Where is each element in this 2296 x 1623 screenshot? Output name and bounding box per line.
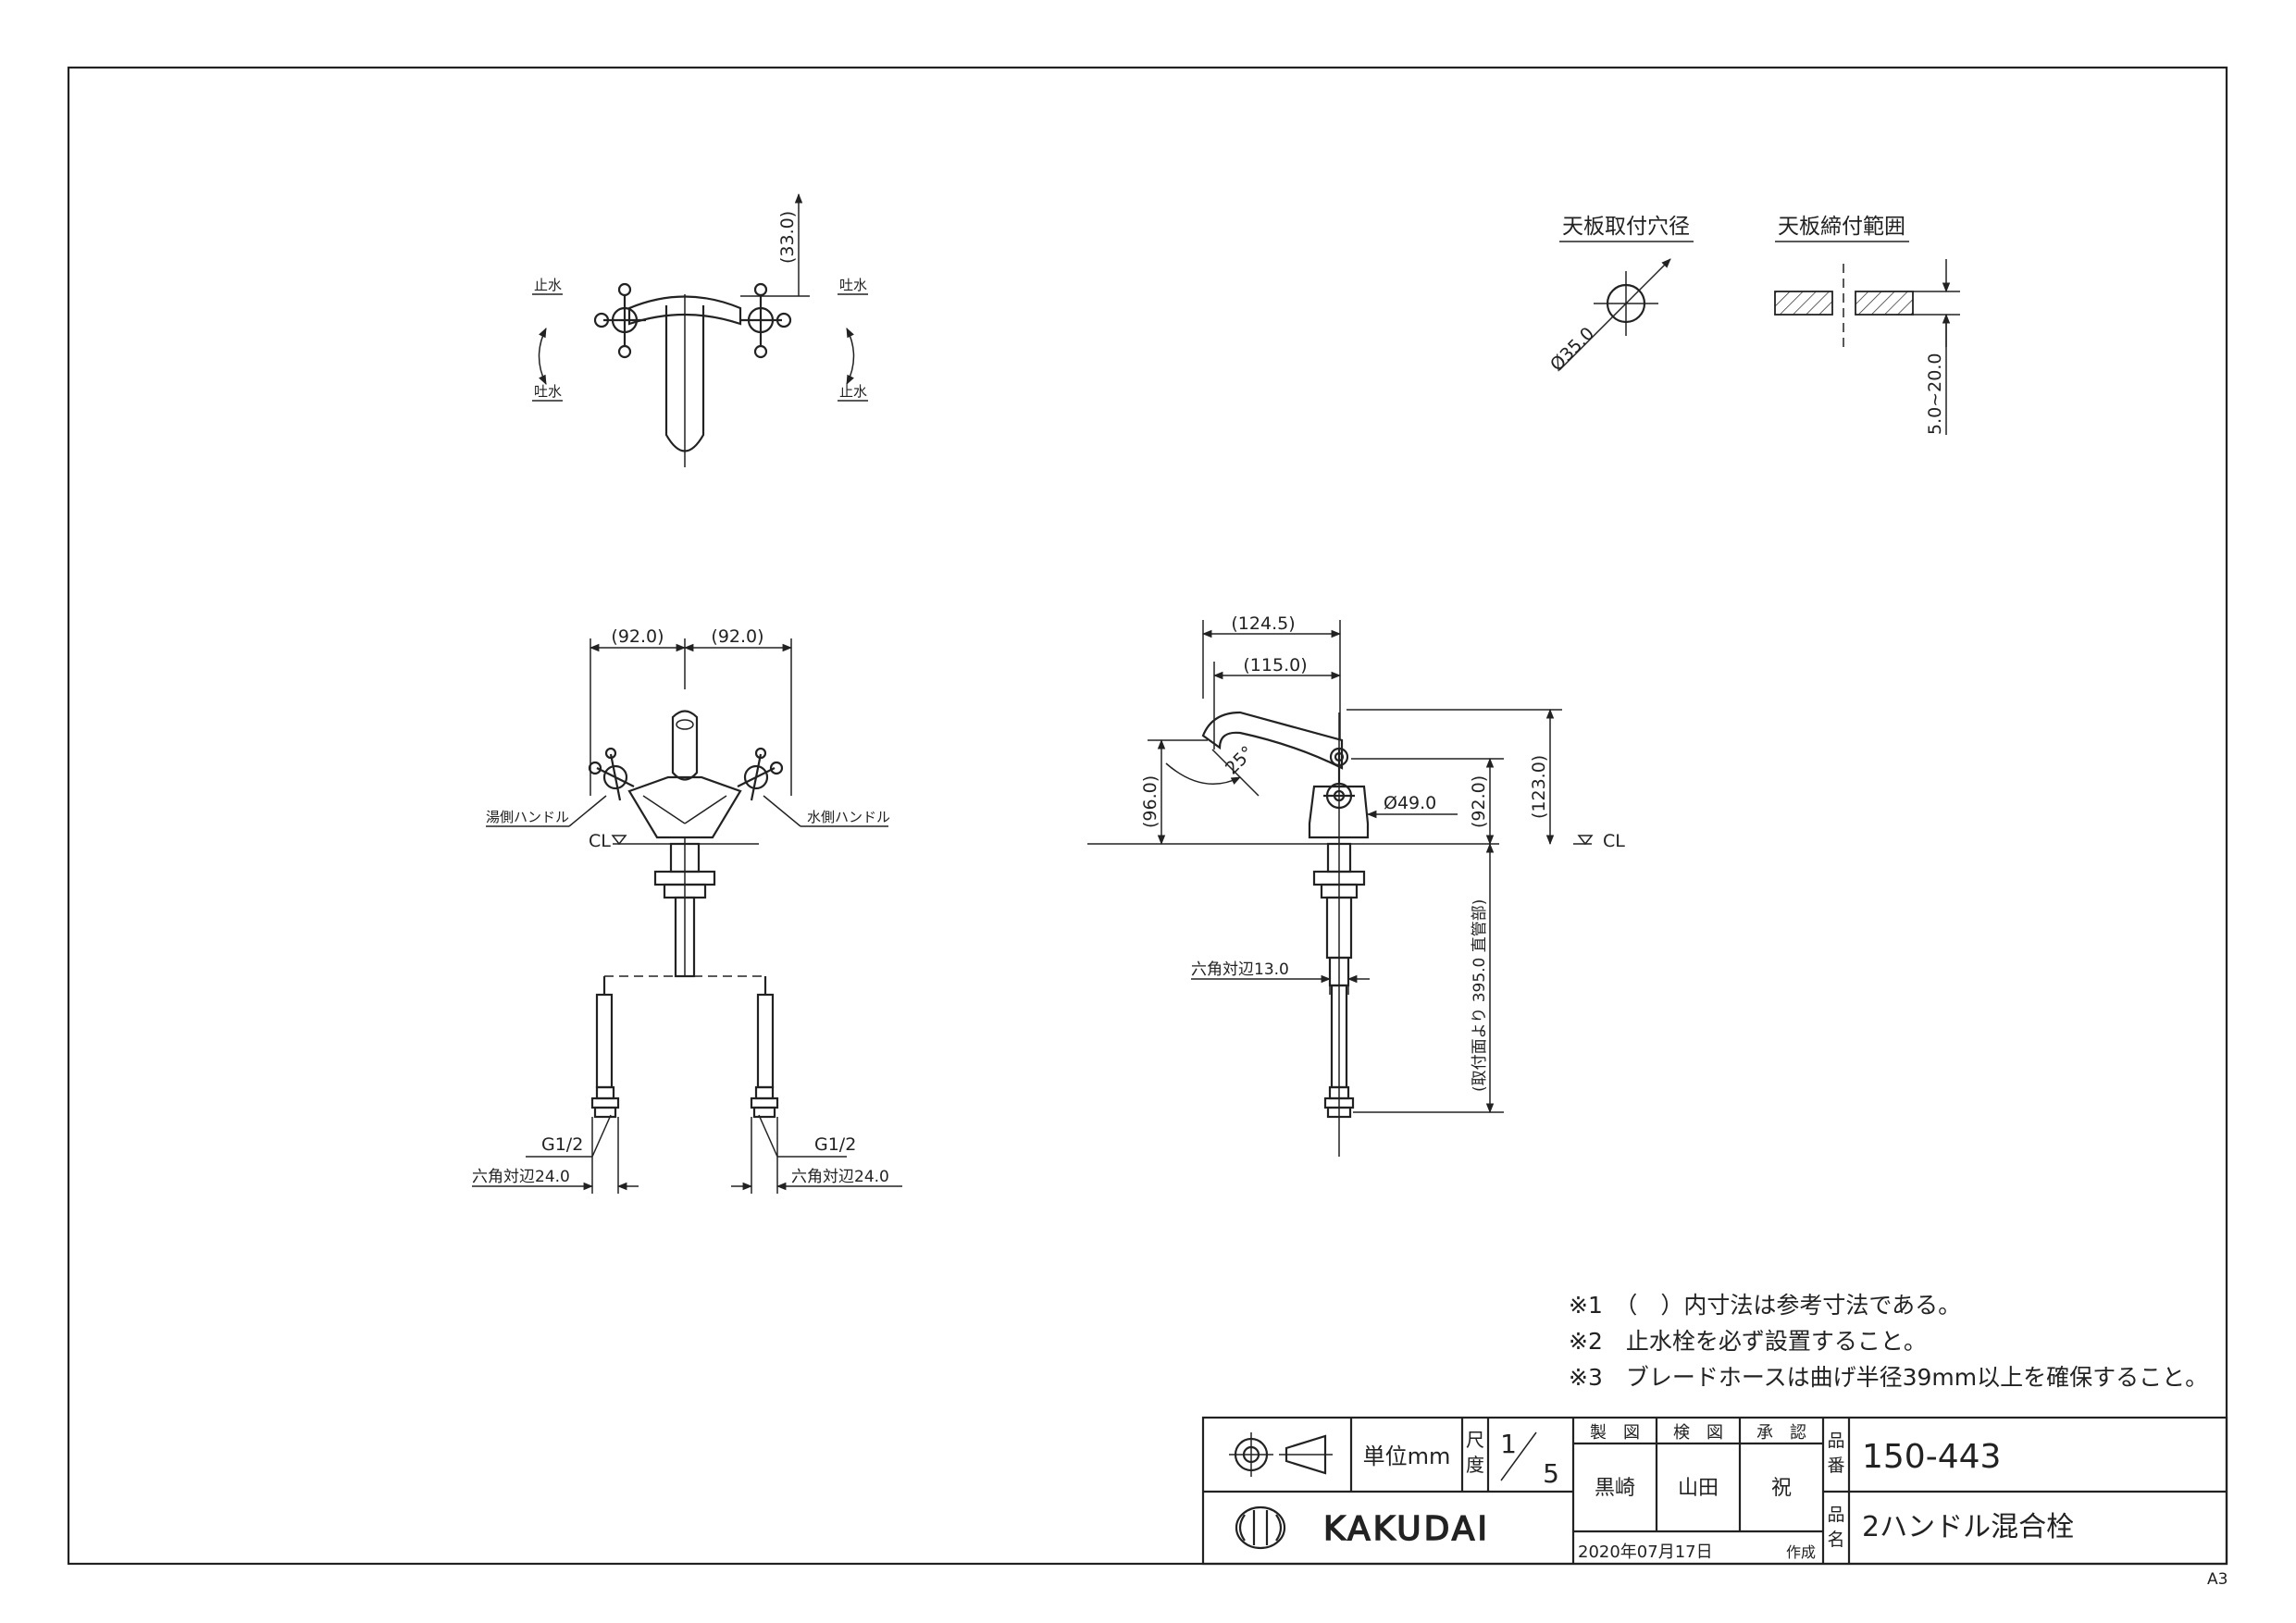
thread-right-label: G1/2 [814, 1134, 856, 1155]
dim-96: (96.0) [1140, 775, 1160, 828]
part-no-label-2: 番 [1827, 1456, 1844, 1476]
right-handle-top [739, 282, 792, 359]
dim-123: (123.0) [1529, 755, 1549, 819]
clamp-dim: 5.0~20.0 [1925, 353, 1945, 435]
front-cl-label: CL [589, 831, 611, 851]
hex-left-label: 六角対辺24.0 [472, 1168, 570, 1186]
approved-by: 祝 [1771, 1477, 1792, 1500]
note-3: ※3 ブレードホースは曲げ半径39mm以上を確保すること。 [1569, 1364, 2208, 1391]
part-no-label-1: 品 [1827, 1431, 1844, 1451]
dim-1150: (115.0) [1243, 655, 1307, 675]
hose-length-dim: (取付面より 395.0 直管部) [1471, 899, 1489, 1092]
part-name: 2ハンドル混合栓 [1862, 1511, 2074, 1543]
cold-handle-front [737, 747, 784, 801]
left-bottom-label: 吐水 [534, 383, 562, 400]
scale-label-1: 尺 [1466, 1429, 1484, 1451]
sheet-border [67, 66, 2228, 1566]
cold-handle-label: 水側ハンドル [807, 809, 890, 825]
kakudai-logo [1235, 1505, 1286, 1550]
created-label: 作成 [1786, 1543, 1816, 1561]
title-block: 単位mm 尺 度 1 5 製 図 検 図 承 認 黒崎 山田 祝 品 番 150… [1201, 1416, 2228, 1566]
checked-label: 検 図 [1673, 1423, 1723, 1443]
hole-dim: Ø35.0 [1546, 323, 1598, 375]
top-height-dim: (33.0) [777, 211, 798, 264]
right-bottom-label: 止水 [839, 383, 867, 400]
side-view: (124.5) (115.0) 25° CL (96.0) Ø49.0 (92.… [1087, 613, 1625, 1157]
sheet-size: A3 [2207, 1570, 2228, 1589]
company-name: KAKUDAI [1323, 1510, 1490, 1548]
scale-label-2: 度 [1466, 1454, 1484, 1476]
notes: ※1 （ ）内寸法は参考寸法である。 ※2 止水栓を必ず設置すること。 ※3 ブ… [1569, 1292, 2208, 1391]
drawn-by: 黒崎 [1595, 1477, 1635, 1500]
clamp-range-panel: 天板締付範囲 5.0~20.0 [1774, 215, 1960, 435]
left-handle-top [593, 282, 646, 359]
hex-13-label: 六角対辺13.0 [1191, 960, 1289, 979]
created-date: 2020年07月17日 [1578, 1542, 1713, 1562]
hole-diameter-panel: 天板取付穴径 Ø35.0 [1546, 215, 1694, 376]
thread-left-label: G1/2 [541, 1134, 583, 1155]
scale-numerator: 1 [1500, 1429, 1517, 1459]
angle-label: 25° [1222, 742, 1258, 778]
dim-1245: (124.5) [1231, 613, 1295, 634]
hex-right-label: 六角対辺24.0 [791, 1168, 889, 1186]
top-view: 止水 吐水 吐水 止水 (33.0) [532, 192, 868, 467]
hot-handle-front [588, 747, 635, 801]
checked-by: 山田 [1678, 1477, 1719, 1500]
approved-label: 承 認 [1756, 1423, 1806, 1443]
part-number: 150-443 [1862, 1438, 2001, 1476]
front-dim-right: (92.0) [711, 626, 763, 647]
right-top-label: 吐水 [839, 277, 867, 293]
front-dim-left: (92.0) [611, 626, 664, 647]
note-1: ※1 （ ）内寸法は参考寸法である。 [1569, 1292, 1961, 1319]
hole-title: 天板取付穴径 [1562, 215, 1690, 239]
projection-symbol-icon [1229, 1432, 1333, 1477]
note-2: ※2 止水栓を必ず設置すること。 [1569, 1328, 1927, 1355]
left-top-label: 止水 [534, 277, 562, 293]
scale-denominator: 5 [1543, 1458, 1559, 1489]
dia-49: Ø49.0 [1384, 793, 1436, 813]
front-view: (92.0) (92.0) 湯側ハンドル 水側ハンドル [472, 626, 902, 1194]
side-cl-label: CL [1603, 831, 1625, 851]
hot-handle-label: 湯側ハンドル [486, 809, 569, 825]
part-name-label-1: 品 [1827, 1505, 1844, 1525]
unit-label: 単位mm [1363, 1443, 1451, 1469]
clamp-title: 天板締付範囲 [1778, 215, 1905, 239]
dim-92: (92.0) [1469, 775, 1489, 828]
drawn-label: 製 図 [1590, 1423, 1640, 1443]
part-name-label-2: 名 [1827, 1530, 1844, 1550]
